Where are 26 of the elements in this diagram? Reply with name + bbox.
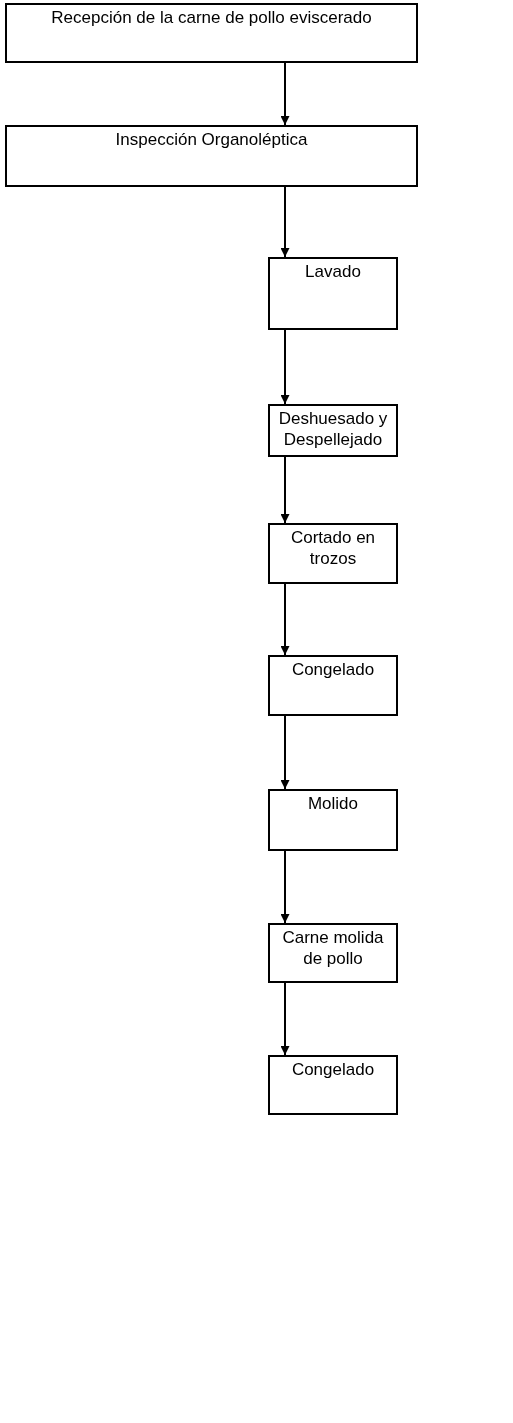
arrow bbox=[280, 186, 290, 258]
process-box bbox=[268, 1055, 398, 1115]
arrow bbox=[280, 62, 290, 126]
arrow bbox=[280, 982, 290, 1056]
process-box bbox=[268, 523, 398, 584]
step-label: Cortado en trozos bbox=[289, 527, 377, 569]
step-label: Congelado bbox=[291, 659, 375, 680]
process-box bbox=[5, 125, 418, 187]
step-label: Lavado bbox=[305, 261, 361, 282]
step-label: Deshuesado y Despellejado bbox=[277, 408, 389, 450]
arrow bbox=[280, 329, 290, 405]
step-label: Inspección Organoléptica bbox=[115, 129, 308, 150]
step-label: Recepción de la carne de pollo eviscerado bbox=[51, 7, 372, 28]
step-label: Congelado bbox=[291, 1059, 375, 1080]
process-box bbox=[268, 655, 398, 716]
arrow bbox=[280, 715, 290, 790]
process-box bbox=[268, 257, 398, 330]
step-label: Molido bbox=[307, 793, 359, 814]
arrow bbox=[280, 456, 290, 524]
process-box bbox=[268, 923, 398, 983]
process-box bbox=[268, 404, 398, 457]
process-box bbox=[268, 789, 398, 851]
step-label: Carne molida de pollo bbox=[281, 927, 385, 969]
process-box bbox=[5, 3, 418, 63]
arrow bbox=[280, 583, 290, 656]
arrow bbox=[280, 850, 290, 924]
